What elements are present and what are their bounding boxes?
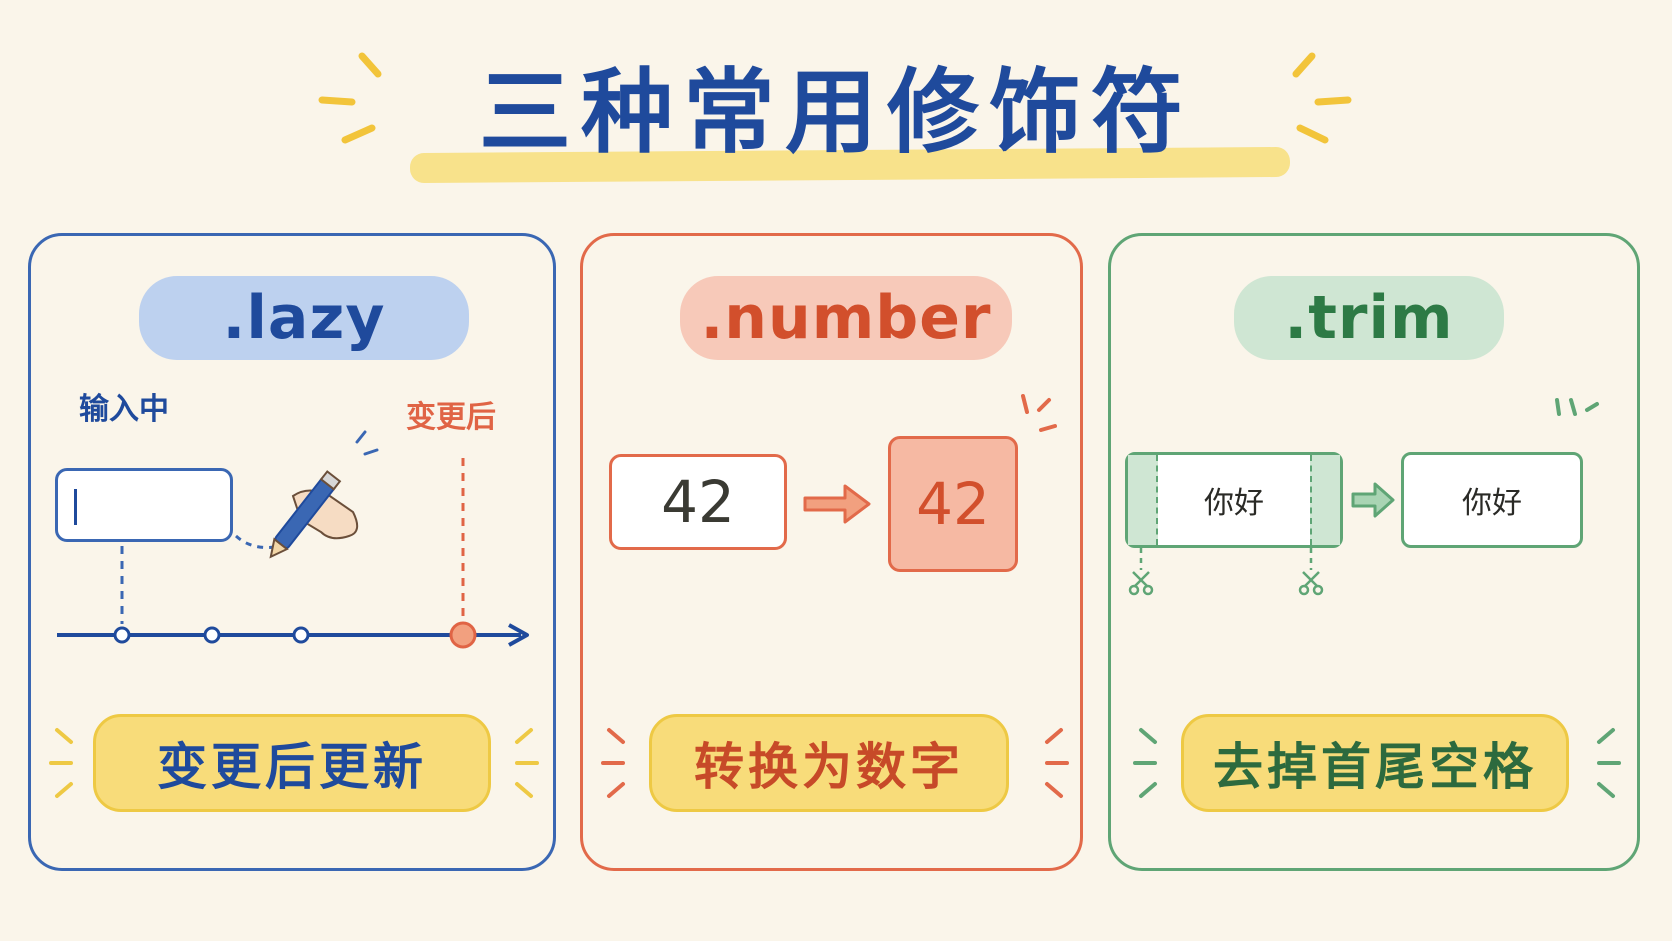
number-modifier-chip: .number <box>680 276 1012 360</box>
lazy-modifier-chip: .lazy <box>139 276 469 360</box>
trim-pill-sparkle-icon <box>1133 728 1621 798</box>
string-input-box: 42 <box>609 454 787 550</box>
trim-description-pill: 去掉首尾空格 <box>1181 714 1569 812</box>
trimmed-output-box: 你好 <box>1401 452 1583 548</box>
untrimmed-input-box: 你好 <box>1125 452 1343 548</box>
hand-writing-pencil-icon <box>269 430 379 559</box>
lazy-description-pill: 变更后更新 <box>93 714 491 812</box>
after-change-label: 变更后 <box>406 400 496 435</box>
number-output-box: 42 <box>888 436 1018 572</box>
page-title: 三种常用修饰符 <box>478 59 1193 166</box>
right-arrow-icon <box>803 484 871 524</box>
text-caret <box>74 489 77 525</box>
trim-sparkle-icon <box>1555 398 1599 416</box>
number-modifier-panel: .number 42 42 转换为数字 <box>580 233 1083 871</box>
number-description-pill: 转换为数字 <box>649 714 1009 812</box>
trim-arrow-icon <box>1351 482 1395 518</box>
typing-label: 输入中 <box>79 392 169 427</box>
leading-space-area <box>1128 455 1158 545</box>
trailing-space-area <box>1310 455 1340 545</box>
scissors-icon <box>1128 398 1599 596</box>
lazy-modifier-panel: .lazy 输入中 变更后 <box>28 233 556 871</box>
title-area: 三种常用修饰符 <box>0 0 1672 200</box>
untrimmed-text: 你好 <box>1204 486 1264 521</box>
timeline-arrow-icon <box>57 623 529 647</box>
number-sparkle-icon <box>1021 394 1057 432</box>
typing-input-box <box>55 468 233 542</box>
trim-modifier-panel: .trim 你好 你好 去掉首尾空格 <box>1108 233 1640 871</box>
number-pill-sparkle-icon <box>601 728 1069 798</box>
lazy-pill-sparkle-icon <box>49 728 539 798</box>
trimmed-text: 你好 <box>1462 486 1522 521</box>
title-sparkle-icon <box>318 52 1352 144</box>
trim-modifier-chip: .trim <box>1234 276 1504 360</box>
lazy-timeline-diagram <box>57 430 529 649</box>
